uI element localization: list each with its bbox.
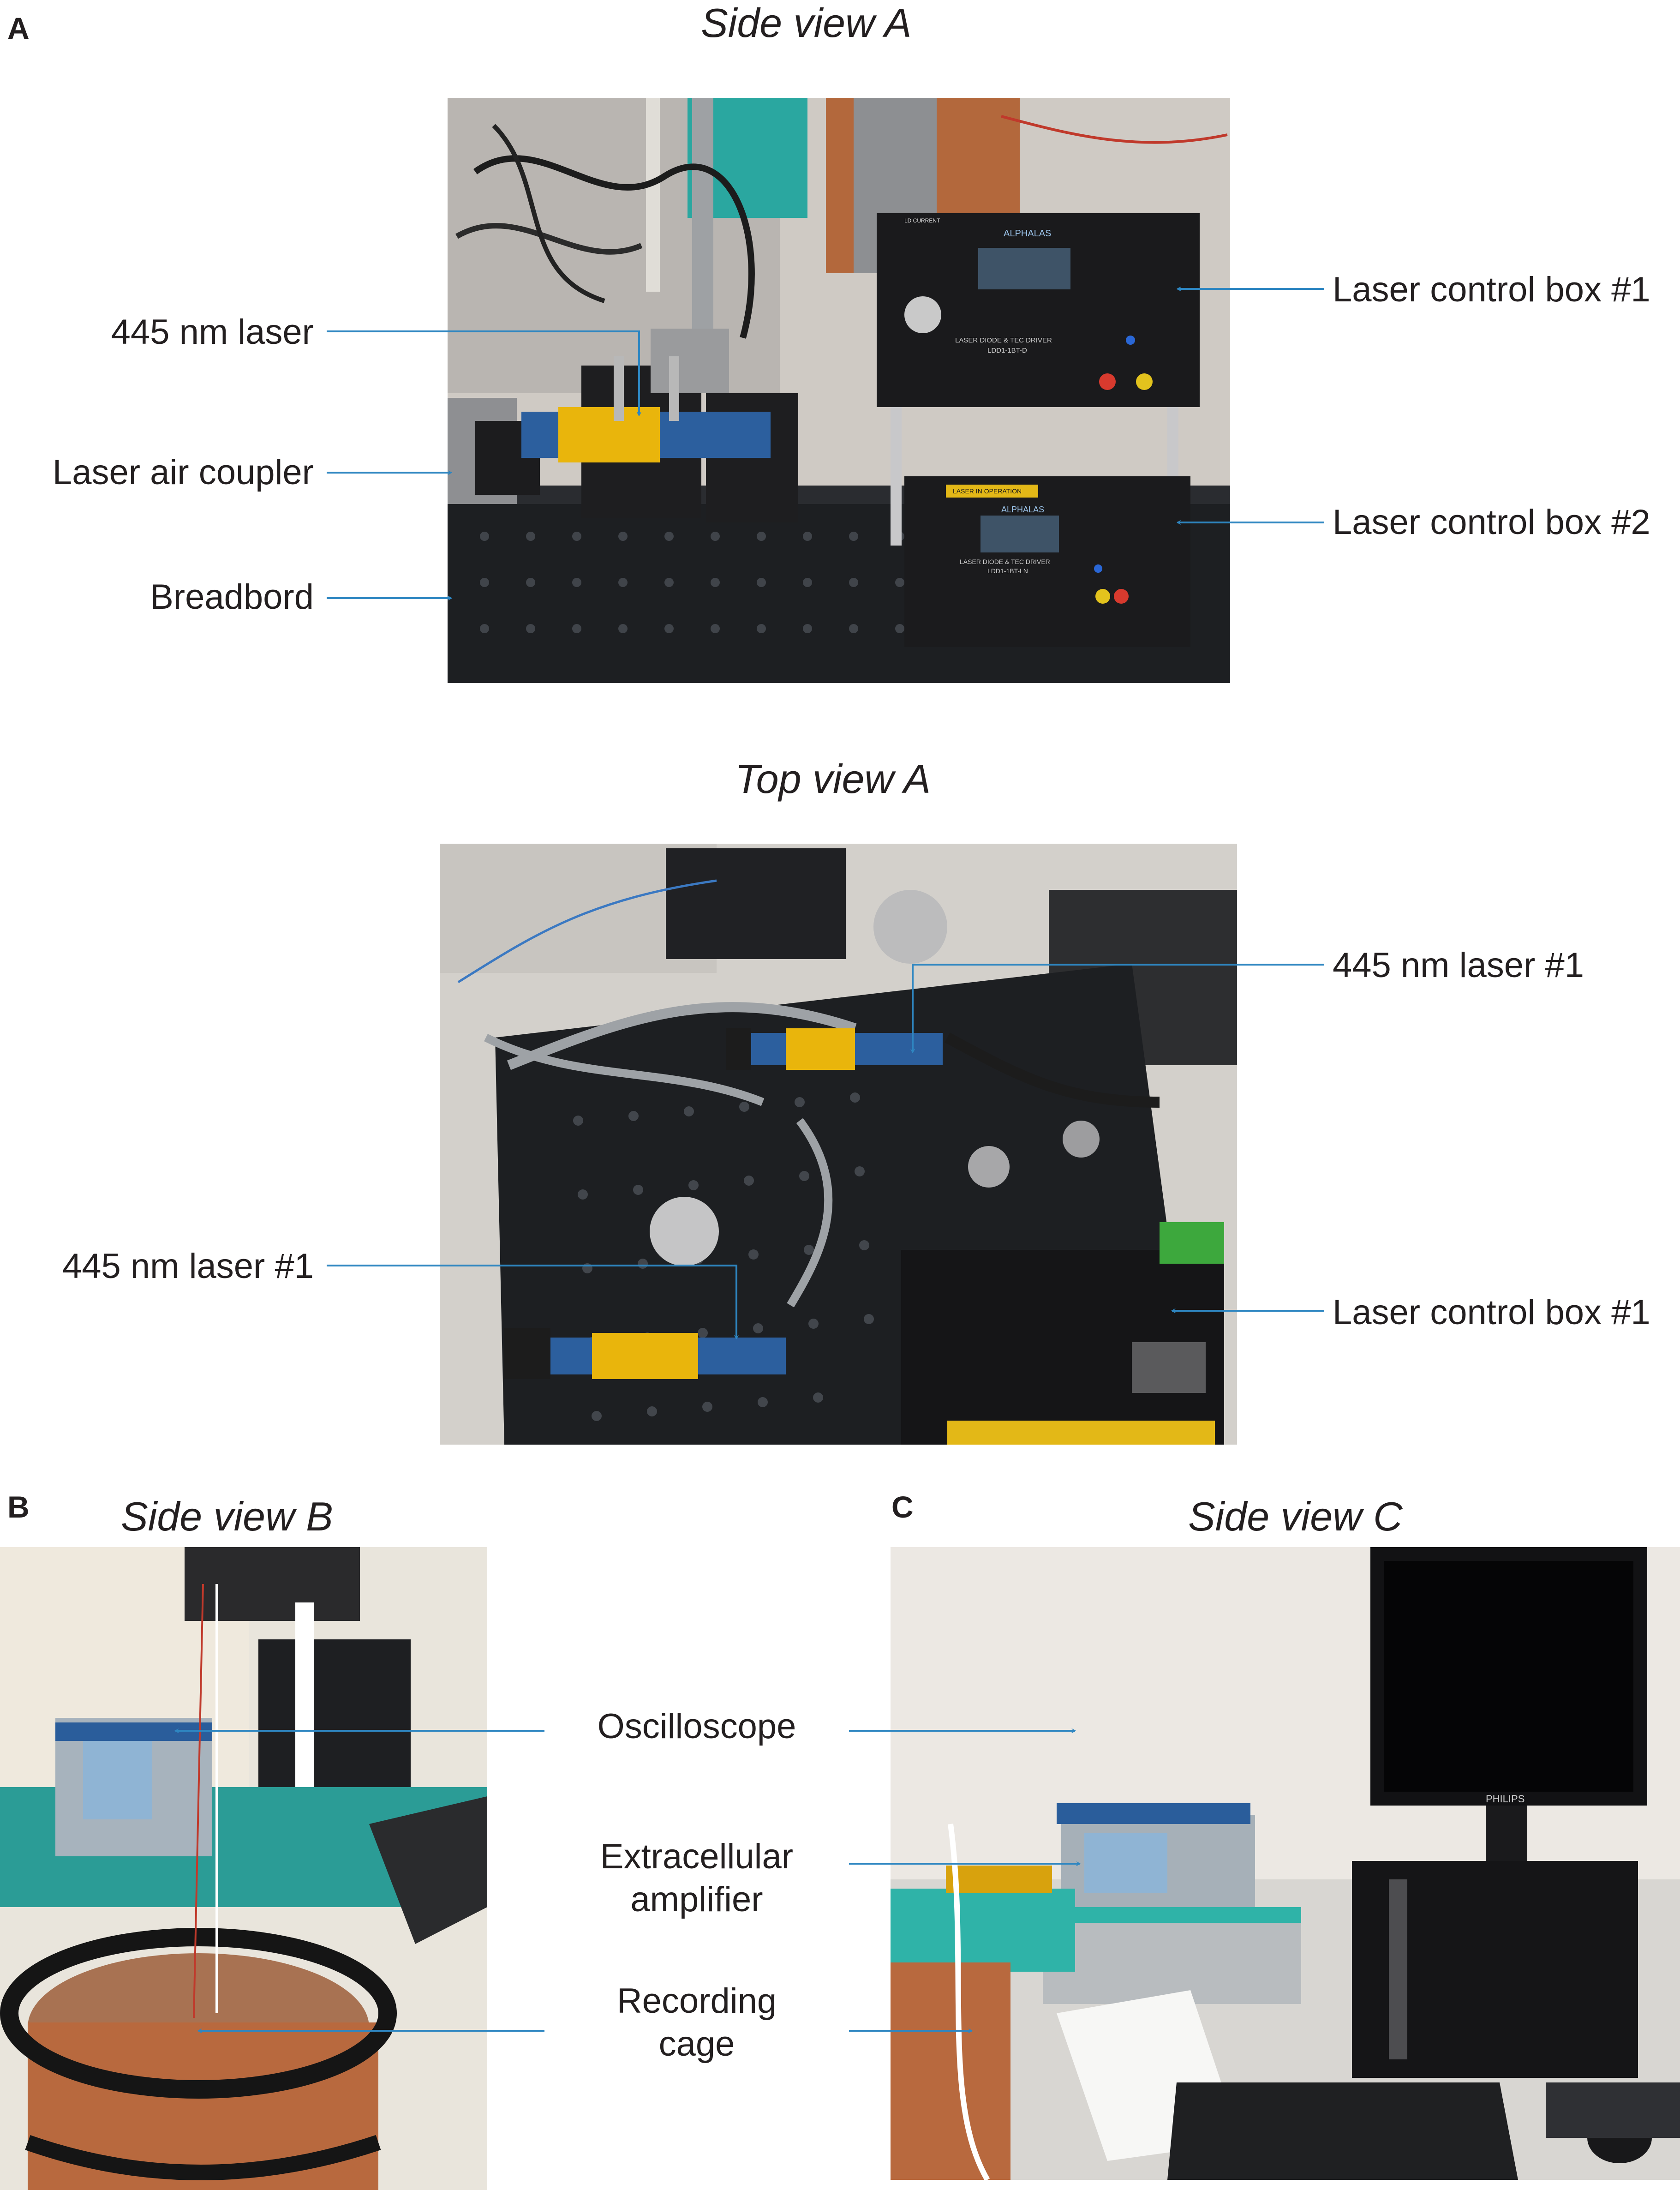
driver-text-1: LASER DIODE & TEC DRIVER <box>955 336 1052 344</box>
side-view-a-title: Side view A <box>701 0 912 46</box>
label-breadboard: Breadbord <box>150 577 314 617</box>
label-445nm-laser: 445 nm laser <box>111 312 314 352</box>
brand-text-1: ALPHALAS <box>1004 228 1051 239</box>
brand-text-2: ALPHALAS <box>1001 505 1044 514</box>
label-recording-cage: Recording cage <box>544 1980 849 2065</box>
monitor-brand-text: PHILIPS <box>1486 1793 1525 1805</box>
label-laser-control-box-2: Laser control box #2 <box>1333 503 1650 542</box>
label-laser-air-coupler: Laser air coupler <box>52 453 314 492</box>
panel-a-letter: A <box>7 11 30 45</box>
side-view-b-photo <box>0 1547 487 2190</box>
model-text-1: LDD1-1BT-D <box>987 347 1027 354</box>
model-text-2: LDD1-1BT-LN <box>987 567 1028 575</box>
label-extracellular-amplifier: Extracellular amplifier <box>544 1836 849 1921</box>
driver-text-2: LASER DIODE & TEC DRIVER <box>960 558 1050 565</box>
label-laser-control-box-top: Laser control box #1 <box>1333 1293 1650 1332</box>
side-view-c-title: Side view C <box>1188 1494 1403 1539</box>
label-oscilloscope: Oscilloscope <box>597 1707 796 1746</box>
laser-yellow-shape <box>558 407 660 462</box>
label-amplifier-line-1: Extracellular <box>600 1837 794 1876</box>
label-laser-control-box-1: Laser control box #1 <box>1333 270 1650 309</box>
label-445nm-laser-top-lower: 445 nm laser #1 <box>62 1247 314 1286</box>
label-445nm-laser-top-upper: 445 nm laser #1 <box>1333 946 1584 985</box>
label-amplifier-line-2: amplifier <box>630 1879 763 1919</box>
side-view-c-photo: PHILIPS <box>891 1547 1680 2180</box>
label-cage-line-2: cage <box>658 2024 735 2064</box>
panel-b-letter: B <box>7 1490 30 1524</box>
side-view-b-title: Side view B <box>121 1494 333 1539</box>
side-view-a-photo: ALPHALAS LD CURRENT LASER DIODE & TEC DR… <box>448 98 1230 683</box>
label-cage-line-1: Recording <box>616 1981 777 2021</box>
top-view-a-title: Top view A <box>735 756 931 802</box>
ld-current-text: LD CURRENT <box>904 217 940 224</box>
warning-text-1: LASER IN OPERATION <box>953 487 1022 495</box>
top-view-a-photo <box>440 844 1237 1445</box>
panel-c-letter: C <box>891 1490 914 1524</box>
control-box-2-shape <box>904 476 1190 647</box>
